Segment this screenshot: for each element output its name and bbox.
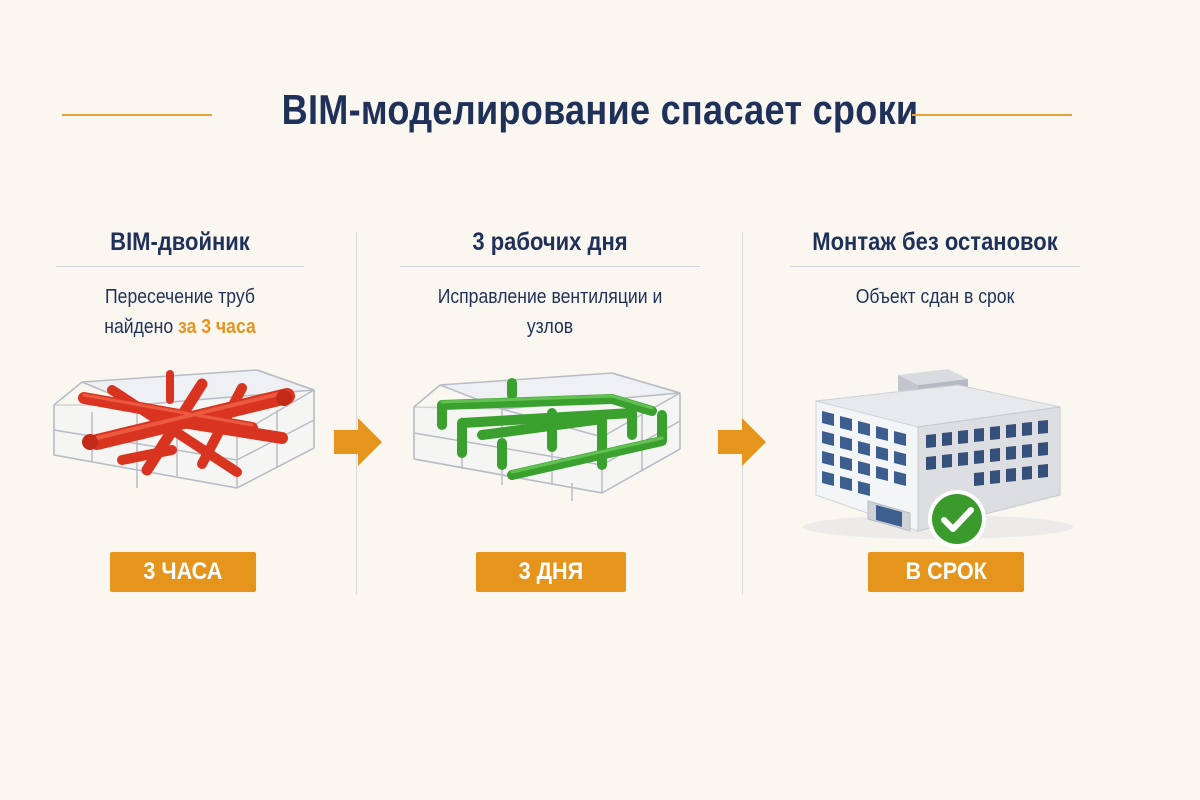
step-heading-rule — [400, 266, 700, 267]
page-title: BIM-моделирование спасает сроки — [281, 86, 919, 133]
title-decor-line-left — [62, 114, 212, 116]
step-column-bim-twin: BIM-двойник Пересечение труб найдено за … — [56, 220, 304, 620]
step-heading: Монтаж без остановок — [812, 228, 1058, 256]
column-separator-2 — [742, 232, 743, 594]
step-description: Объект сдан в срок — [855, 286, 1015, 308]
badge-label: 3 ДНЯ — [518, 558, 584, 585]
badge-3-days: 3 ДНЯ — [476, 552, 626, 592]
step-arrow-2 — [718, 418, 766, 466]
step-heading: BIM-двойник — [110, 228, 250, 256]
fixed-green-pipes-model-illustration — [413, 372, 681, 501]
step-heading: 3 рабочих дня — [472, 228, 628, 256]
badge-3-hours: 3 ЧАСА — [110, 552, 256, 592]
finished-building-illustration — [803, 369, 1073, 539]
step-description: Пересечение труб найдено за 3 часа — [71, 282, 289, 342]
step-heading-rule — [790, 266, 1080, 267]
step-column-working-days: 3 рабочих дня Исправление вентиляции и у… — [400, 220, 700, 620]
title-decor-line-right — [912, 114, 1072, 116]
step-description-line2-prefix: найдено — [104, 316, 179, 338]
badge-label: В СРОК — [905, 558, 987, 585]
badge-on-time: В СРОК — [868, 552, 1024, 592]
clashing-red-pipes-model-illustration — [53, 369, 315, 489]
title-row: BIM-моделирование спасает сроки — [0, 78, 1200, 148]
step-description: Исправление вентиляции и узлов — [437, 286, 663, 338]
step-arrow-1 — [334, 418, 382, 466]
check-icon — [928, 490, 986, 548]
step-description-accent: за 3 часа — [178, 316, 256, 338]
step-description-line2: найдено за 3 часа — [71, 312, 289, 342]
step-column-installation: Монтаж без остановок Объект сдан в срок — [790, 220, 1080, 620]
step-heading-rule — [56, 266, 304, 267]
column-separator-1 — [356, 232, 357, 594]
step-description-line1: Пересечение труб — [105, 286, 255, 308]
badge-label: 3 ЧАСА — [143, 558, 223, 585]
